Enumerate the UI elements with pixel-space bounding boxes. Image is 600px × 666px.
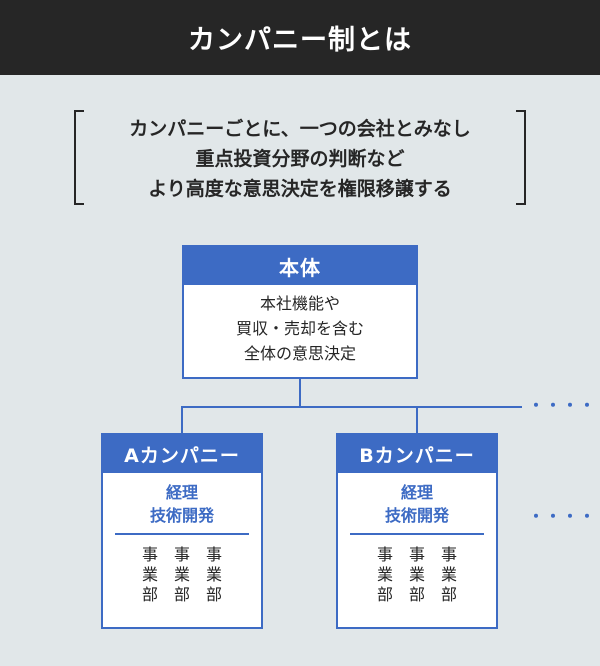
division-label: 事業部 [376, 545, 393, 604]
connector-to-a [181, 406, 183, 433]
company-b-functions: 経理 技術開発 [338, 481, 496, 527]
description-line: 全体の意思決定 [243, 344, 356, 363]
connector-hq-down [299, 379, 301, 407]
function-label: 経理 [165, 483, 198, 502]
page-title: カンパニー制とは [188, 25, 412, 56]
division-label: 事業部 [205, 545, 222, 604]
right-bracket [516, 110, 526, 205]
summary-line: より高度な意思決定を権限移譲する [148, 178, 452, 200]
summary-text: カンパニーごとに、一つの会社とみなし 重点投資分野の判断など より高度な意思決定… [74, 114, 526, 204]
function-label: 技術開発 [149, 506, 214, 525]
company-a-functions: 経理 技術開発 [103, 481, 261, 527]
division-label: 事業部 [141, 545, 158, 604]
header-bar: カンパニー制とは [0, 0, 600, 75]
headquarters-description: 本社機能や 買収・売却を含む 全体の意思決定 [184, 285, 416, 366]
more-dots-top: ・・・・ [528, 396, 597, 415]
connector-horizontal [181, 406, 522, 408]
summary-line: カンパニーごとに、一つの会社とみなし [129, 118, 471, 140]
company-a-title: Aカンパニー [103, 435, 261, 473]
division-label: 事業部 [440, 545, 457, 604]
description-line: 本社機能や [259, 294, 340, 313]
left-bracket [74, 110, 84, 205]
company-b-title: Bカンパニー [338, 435, 496, 473]
headquarters-title: 本体 [184, 247, 416, 285]
summary-line: 重点投資分野の判断など [195, 148, 405, 170]
more-dots-side: ・・・・ [528, 507, 597, 526]
divider [115, 533, 249, 535]
function-label: 技術開発 [384, 506, 449, 525]
company-a-box: Aカンパニー 経理 技術開発 事業部 事業部 事業部 [101, 433, 263, 629]
company-b-box: Bカンパニー 経理 技術開発 事業部 事業部 事業部 [336, 433, 498, 629]
headquarters-box: 本体 本社機能や 買収・売却を含む 全体の意思決定 [182, 245, 418, 379]
company-b-divisions: 事業部 事業部 事業部 [338, 545, 496, 605]
function-label: 経理 [400, 483, 433, 502]
division-label: 事業部 [173, 545, 190, 604]
company-a-divisions: 事業部 事業部 事業部 [103, 545, 261, 605]
divider [350, 533, 484, 535]
summary-quote: カンパニーごとに、一つの会社とみなし 重点投資分野の判断など より高度な意思決定… [74, 110, 526, 205]
connector-to-b [416, 406, 418, 433]
description-line: 買収・売却を含む [235, 319, 364, 338]
division-label: 事業部 [408, 545, 425, 604]
